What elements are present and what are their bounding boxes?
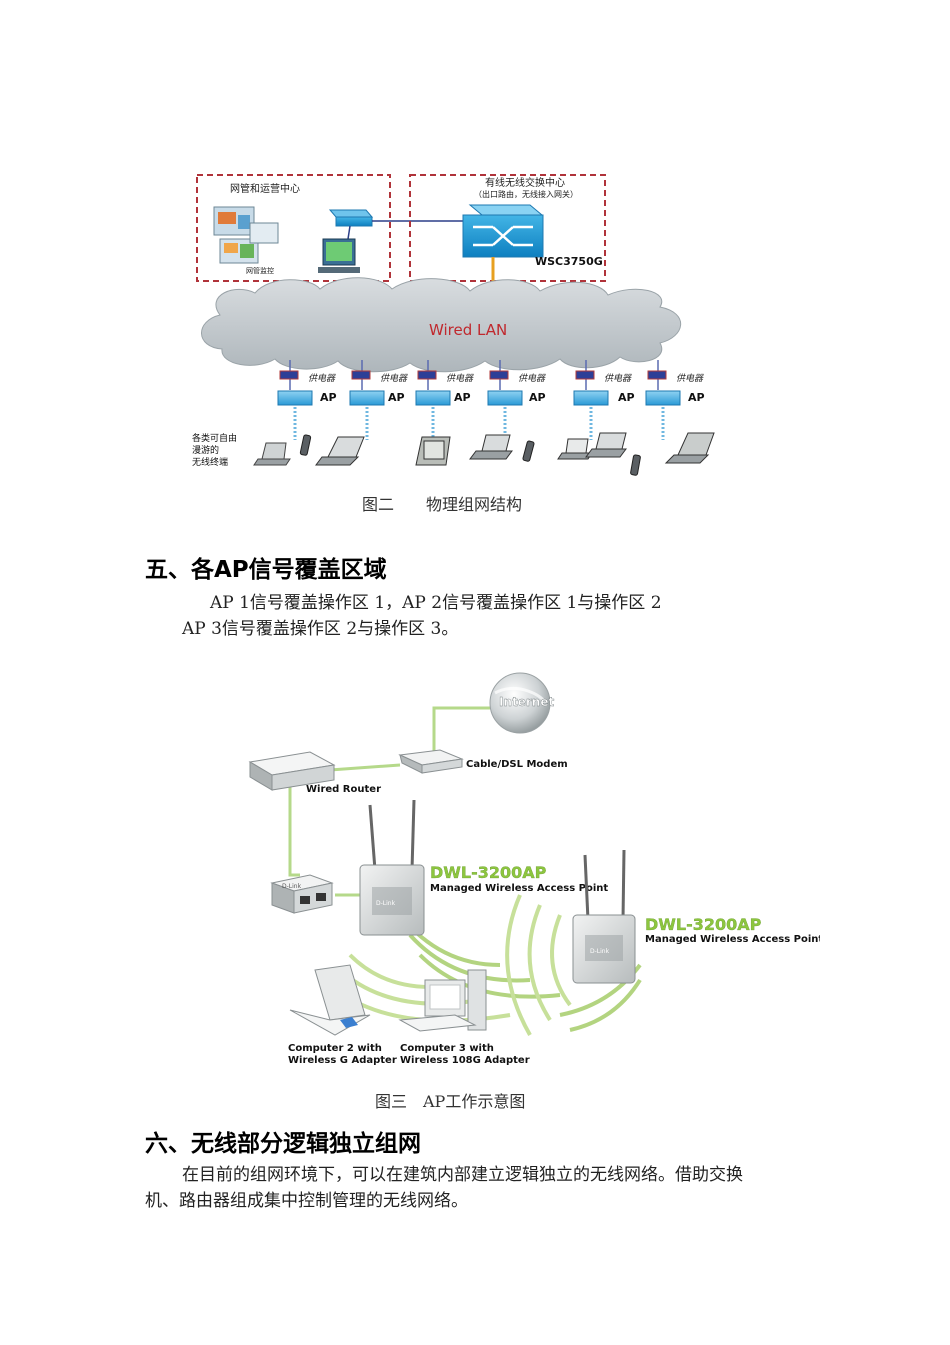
ap-icon (349, 390, 385, 406)
poe-label: 供电器 (308, 373, 336, 384)
section5-line1: AP 1信号覆盖操作区 1，AP 2信号覆盖操作区 1与操作区 2 (210, 593, 662, 613)
ap-column-5: 供电器 AP (573, 360, 635, 440)
computer2-line1: Computer 2 with (288, 1043, 382, 1054)
noc-label: 网管和运营中心 (230, 182, 300, 195)
ap-icon (415, 390, 451, 406)
router-label: Wired Router (306, 784, 381, 795)
ap2-desc: Managed Wireless Access Point (645, 934, 820, 945)
ap-icon (487, 390, 523, 406)
ap-label: AP (454, 391, 471, 404)
mgmt-switch-icon (328, 209, 374, 227)
poe-label: 供电器 (518, 373, 546, 384)
ap-column-3: 供电器 AP (415, 360, 474, 440)
ap-label: AP (618, 391, 635, 404)
section5-line2: AP 3信号覆盖操作区 2与操作区 3。 (182, 619, 459, 639)
laptop-icon (469, 434, 513, 460)
ap-label: AP (320, 391, 337, 404)
tablet-icon (415, 436, 451, 466)
modem-icon (398, 749, 464, 774)
ap-working-diagram: Internet Cable/DSL Modem Wired Router D-… (248, 672, 820, 1066)
section6-line2: 机、路由器组成集中控制管理的无线网络。 (145, 1191, 468, 1211)
section5-heading: 五、各AP信号覆盖区域 (145, 557, 387, 583)
ap1-desc: Managed Wireless Access Point (430, 883, 608, 894)
laptop-icon (315, 436, 365, 466)
cloud-label: Wired LAN (429, 321, 507, 339)
switch-model-label: WSC3750G (535, 255, 603, 268)
terminals-label-1: 各类可自由 (192, 432, 237, 444)
ap-column-4: 供电器 AP (487, 360, 546, 440)
terminals-label-3: 无线终端 (192, 456, 228, 468)
access-point-2-icon (572, 849, 636, 984)
phone-icon (299, 434, 312, 456)
internet-label: Internet (499, 695, 554, 709)
ap-label: AP (388, 391, 405, 404)
figure3-caption: 图三 AP工作示意图 (375, 1092, 526, 1111)
ap-icon (573, 390, 609, 406)
poe-injector-icon (270, 874, 334, 914)
ap-label: AP (529, 391, 546, 404)
poe-label: 供电器 (380, 373, 408, 384)
ap-icon (277, 390, 313, 406)
section6-line1: 在目前的组网环境下，可以在建筑内部建立逻辑独立的无线网络。借助交换 (182, 1165, 743, 1185)
computer3-line1: Computer 3 with (400, 1043, 494, 1054)
ap-label: AP (688, 391, 705, 404)
ap-column-1: 供电器 AP (277, 360, 337, 440)
laptop-icon (557, 438, 593, 460)
core-switch-icon (462, 204, 544, 258)
section6-heading: 六、无线部分逻辑独立组网 (145, 1131, 421, 1157)
ap1-model: DWL-3200AP (430, 863, 547, 882)
desktop-computer-icon (398, 969, 487, 1032)
computer3-line2: Wireless 108G Adapter (400, 1055, 530, 1066)
phone-icon (522, 440, 535, 462)
internet-globe-icon (489, 672, 551, 734)
computer2-line2: Wireless G Adapter (288, 1055, 397, 1066)
terminals-label-2: 漫游的 (192, 444, 219, 456)
monitor-screens-icon (213, 206, 279, 264)
ap2-model: DWL-3200AP (645, 915, 762, 934)
poe-brand-label: D-Link (282, 883, 302, 890)
ap-icon (645, 390, 681, 406)
laptop-icon (664, 432, 715, 464)
poe-label: 供电器 (676, 373, 704, 384)
mgmt-pc-icon (318, 238, 360, 273)
laptop-icon (585, 432, 627, 458)
ap1-brand-label: D-Link (376, 900, 396, 907)
ap-column-6: 供电器 AP (645, 360, 705, 440)
poe-label: 供电器 (446, 373, 474, 384)
ap-column-2: 供电器 AP (349, 360, 408, 440)
switch-center-label: 有线无线交换中心 (485, 176, 565, 189)
router-icon (248, 751, 336, 791)
laptop-icon (289, 964, 371, 1036)
figure2-caption: 图二 物理组网结构 (362, 495, 523, 514)
poe-label: 供电器 (604, 373, 632, 384)
physical-network-diagram: 网管和运营中心 网管监控 有线无线交换中心 （出口路由，无线接入网关） WSC3… (192, 174, 715, 476)
access-point-1-icon (359, 799, 425, 936)
wifi-signal-icon (505, 894, 642, 1036)
phone-icon (630, 454, 641, 476)
switch-center-sub-label: （出口路由，无线接入网关） (474, 189, 578, 199)
laptop-icon (253, 442, 291, 466)
wired-lan-cloud (201, 277, 682, 373)
noc-sub-label: 网管监控 (246, 266, 274, 275)
ap2-brand-label: D-Link (590, 948, 610, 955)
modem-label: Cable/DSL Modem (466, 759, 568, 770)
